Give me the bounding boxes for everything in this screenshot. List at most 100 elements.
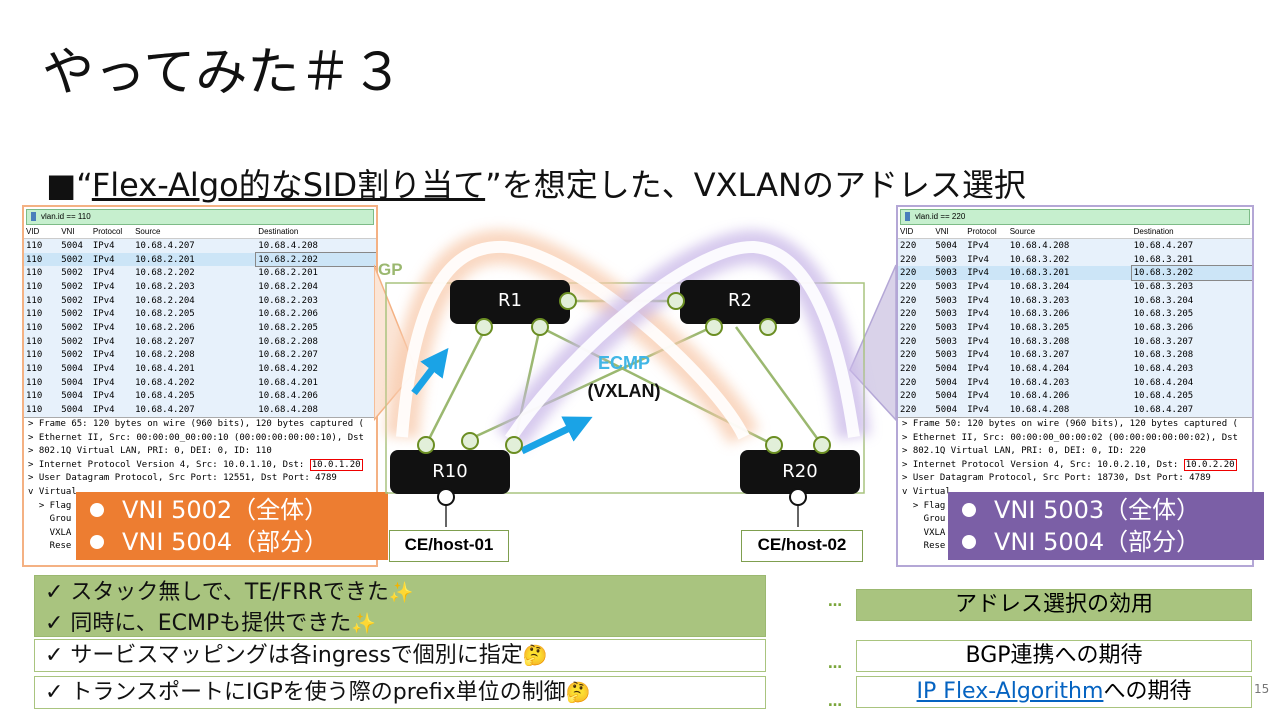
table-cell: 5002 [59, 307, 91, 322]
table-cell: 10.68.3.204 [1131, 293, 1252, 308]
column-header[interactable]: Source [1007, 225, 1132, 239]
table-cell: 5004 [59, 375, 91, 390]
detail-line[interactable]: Grou [902, 514, 946, 525]
router-r1[interactable]: R1 [450, 280, 570, 324]
dst-address-highlight: 10.0.1.20 [309, 458, 363, 471]
table-cell: 5003 [933, 334, 966, 349]
detail-line[interactable]: Grou [28, 514, 72, 525]
column-header[interactable]: VID [898, 225, 934, 239]
column-header[interactable]: Protocol [90, 225, 134, 239]
port-r2-right [759, 318, 777, 336]
detail-line[interactable]: > Frame 65: 120 bytes on wire (960 bits)… [28, 418, 364, 429]
detail-line[interactable]: > Ethernet II, Src: 00:00:00_00:00:10 (0… [28, 432, 364, 443]
subtitle-prefix: ■“ [46, 166, 92, 204]
table-cell: IPv4 [965, 252, 1008, 267]
detail-line[interactable]: Rese [28, 541, 72, 552]
ecmp-arrow [520, 416, 593, 455]
table-cell: 110 [24, 238, 60, 253]
detail-line[interactable]: > User Datagram Protocol, Src Port: 1873… [902, 473, 1211, 484]
detail-line[interactable]: v Virtual [902, 486, 951, 497]
detail-line[interactable]: > Frame 50: 120 bytes on wire (960 bits)… [902, 418, 1238, 429]
column-header[interactable]: VNI [59, 225, 91, 239]
table-cell: IPv4 [90, 362, 134, 376]
table-cell: 5003 [933, 252, 966, 267]
table-cell: 5002 [59, 348, 91, 363]
table-cell: 220 [898, 266, 934, 281]
ip-flex-algorithm-link[interactable]: IP Flex-Algorithm [916, 679, 1104, 704]
host-ce-01[interactable]: CE/host-01 [389, 530, 509, 562]
check-item: ✓ スタック無しで、TE/FRRできた✨ [45, 580, 414, 605]
detail-line[interactable]: VXLA [28, 527, 72, 538]
detail-line[interactable]: > 802.1Q Virtual LAN, PRI: 0, DEI: 0, ID… [28, 446, 272, 457]
table-cell: 10.68.2.201 [256, 266, 376, 281]
table-cell: 10.68.4.206 [256, 389, 376, 404]
slide-subtitle: ■“Flex-Algo的なSID割り当て”を想定した、VXLANのアドレス選択 [46, 160, 1026, 206]
table-cell: 10.68.2.207 [133, 334, 257, 349]
host-ce-02[interactable]: CE/host-02 [741, 530, 863, 562]
router-r20[interactable]: R20 [740, 450, 860, 494]
router-r2[interactable]: R2 [680, 280, 800, 324]
router-r10[interactable]: R10 [390, 450, 510, 494]
table-cell: 10.68.4.201 [256, 375, 376, 390]
display-filter-bar[interactable]: vlan.id == 110 [26, 209, 374, 225]
table-cell: 220 [898, 293, 934, 308]
table-cell: 5004 [933, 362, 966, 376]
table-cell: 10.68.3.203 [1131, 280, 1252, 294]
igp-domain-frame [385, 282, 865, 494]
column-header[interactable]: VNI [933, 225, 966, 239]
detail-line[interactable]: > 802.1Q Virtual LAN, PRI: 0, DEI: 0, ID… [902, 446, 1146, 457]
detail-line[interactable]: > User Datagram Protocol, Src Port: 1255… [28, 473, 337, 484]
table-cell: 10.68.2.205 [133, 307, 257, 322]
column-header[interactable]: Destination [256, 225, 376, 239]
column-header[interactable]: Protocol [965, 225, 1008, 239]
column-header[interactable]: Source [133, 225, 257, 239]
detail-line[interactable]: > Flag [902, 500, 946, 511]
detail-line[interactable]: Rese [902, 541, 946, 552]
detail-line[interactable]: > Ethernet II, Src: 00:00:00_00:00:02 (0… [902, 432, 1238, 443]
column-header[interactable]: Destination [1131, 225, 1252, 239]
table-cell: IPv4 [965, 403, 1008, 417]
port-r1-right [531, 318, 549, 336]
detail-line[interactable]: > Internet Protocol Version 4, Src: 10.0… [28, 458, 363, 471]
detail-line[interactable]: > Flag [28, 500, 72, 511]
column-header[interactable]: VID [24, 225, 60, 239]
host-ce-02-label: CE/host-02 [757, 535, 847, 554]
detail-line[interactable]: v Virtual [28, 486, 77, 497]
table-cell: IPv4 [90, 280, 134, 294]
table-cell: IPv4 [90, 403, 134, 417]
detail-line[interactable]: VXLA [902, 527, 946, 538]
display-filter-bar[interactable]: vlan.id == 220 [900, 209, 1250, 225]
table-cell: 5003 [933, 280, 966, 294]
vni-line: VNI 5004（部分） [90, 526, 388, 558]
detail-line[interactable]: > Internet Protocol Version 4, Src: 10.0… [902, 458, 1237, 471]
table-cell: IPv4 [965, 238, 1008, 253]
result-ip-flex-algo: IP Flex-Algorithmへの期待 [856, 676, 1252, 708]
